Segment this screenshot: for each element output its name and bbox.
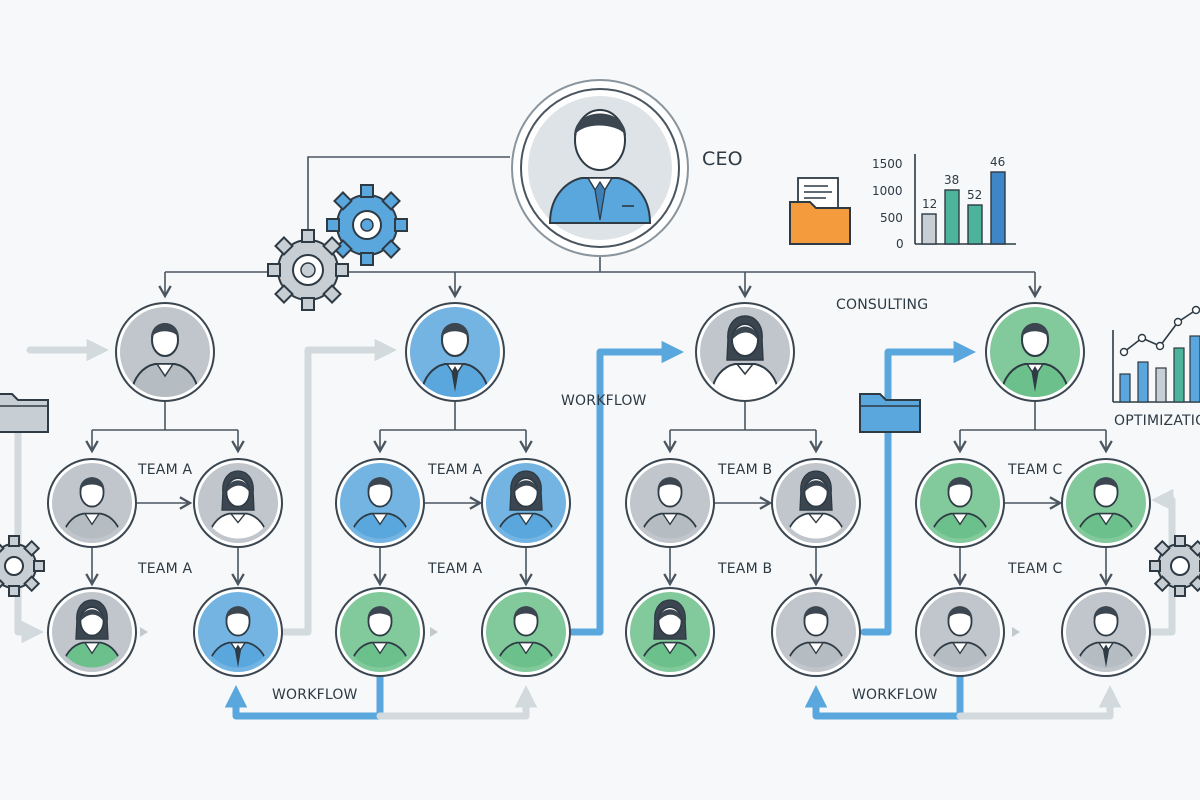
gear-icon: [267, 229, 349, 311]
workflow-arrow-grey-bottom-2: [956, 685, 1122, 720]
ceo-node[interactable]: [511, 79, 689, 257]
person-node[interactable]: [47, 458, 137, 548]
bar-label: 52: [967, 188, 982, 202]
folder-icon: [0, 393, 49, 433]
person-node[interactable]: [481, 458, 571, 548]
gear-icon: [1149, 535, 1200, 597]
workflow-arrow-blue-1: [224, 672, 384, 720]
team-label: TEAM C: [1007, 462, 1063, 478]
y-tick: 0: [896, 237, 904, 251]
optimization-chart-icon: [1112, 305, 1200, 403]
workflow-arrow-grey-up-1: [276, 338, 397, 636]
team-label: TEAM A: [137, 561, 193, 577]
workflow-arrow-grey-left-return: [14, 416, 44, 644]
person-node[interactable]: [47, 587, 137, 677]
person-node[interactable]: [115, 302, 215, 402]
person-node[interactable]: [1061, 458, 1151, 548]
workflow-arrow-blue-2: [568, 340, 684, 636]
person-node[interactable]: [1061, 587, 1151, 677]
team-label: TEAM B: [717, 561, 772, 577]
pointer-triangles: [140, 627, 1020, 637]
bar-label: 38: [944, 173, 959, 187]
person-node[interactable]: [335, 458, 425, 548]
person-node[interactable]: [405, 302, 505, 402]
bar: [944, 189, 960, 245]
bar-label: 46: [990, 155, 1005, 169]
bar: [967, 204, 983, 245]
y-tick: 1000: [872, 184, 903, 198]
person-node[interactable]: [335, 587, 425, 677]
ceo-label: CEO: [702, 148, 743, 170]
gear-icon: [326, 184, 408, 266]
optimization-label: OPTIMIZATIO: [1114, 413, 1200, 429]
person-icon: [999, 323, 1071, 397]
person-node[interactable]: [193, 458, 283, 548]
person-icon: [419, 323, 491, 397]
workflow-arrow-blue-4: [804, 672, 964, 720]
person-nodes: [47, 302, 1151, 677]
person-node[interactable]: [771, 458, 861, 548]
person-node[interactable]: [625, 587, 715, 677]
person-node[interactable]: [625, 458, 715, 548]
bar: [921, 213, 937, 245]
person-node[interactable]: [915, 458, 1005, 548]
consulting-label: CONSULTING: [836, 297, 928, 313]
bar-label: 12: [922, 197, 937, 211]
folder-icon: [789, 177, 851, 245]
gear-icon: [0, 535, 45, 597]
person-icon: [709, 315, 781, 397]
team-label: TEAM B: [717, 462, 772, 478]
team-label: TEAM A: [137, 462, 193, 478]
workflow-label: WORKFLOW: [852, 687, 938, 703]
bar: [990, 171, 1006, 245]
team-label: TEAM C: [1007, 561, 1063, 577]
person-node[interactable]: [481, 587, 571, 677]
person-node[interactable]: [985, 302, 1085, 402]
y-tick: 1500: [872, 157, 903, 171]
person-node[interactable]: [915, 587, 1005, 677]
ceo-person-icon: [548, 109, 652, 224]
person-node[interactable]: [695, 302, 795, 402]
person-node[interactable]: [771, 587, 861, 677]
team-label: TEAM A: [427, 462, 483, 478]
workflow-arrow-grey-bottom-1: [376, 685, 538, 720]
workflow-label: WORKFLOW: [561, 393, 647, 409]
team-label: TEAM A: [427, 561, 483, 577]
workflow-arrow-blue-3: [860, 340, 976, 636]
workflow-label: WORKFLOW: [272, 687, 358, 703]
folder-icon: [859, 393, 921, 433]
mini-bar-chart: 1500 1000 500 0 12 38 52 46: [872, 154, 1016, 251]
y-tick: 500: [880, 211, 903, 225]
person-node[interactable]: [193, 587, 283, 677]
